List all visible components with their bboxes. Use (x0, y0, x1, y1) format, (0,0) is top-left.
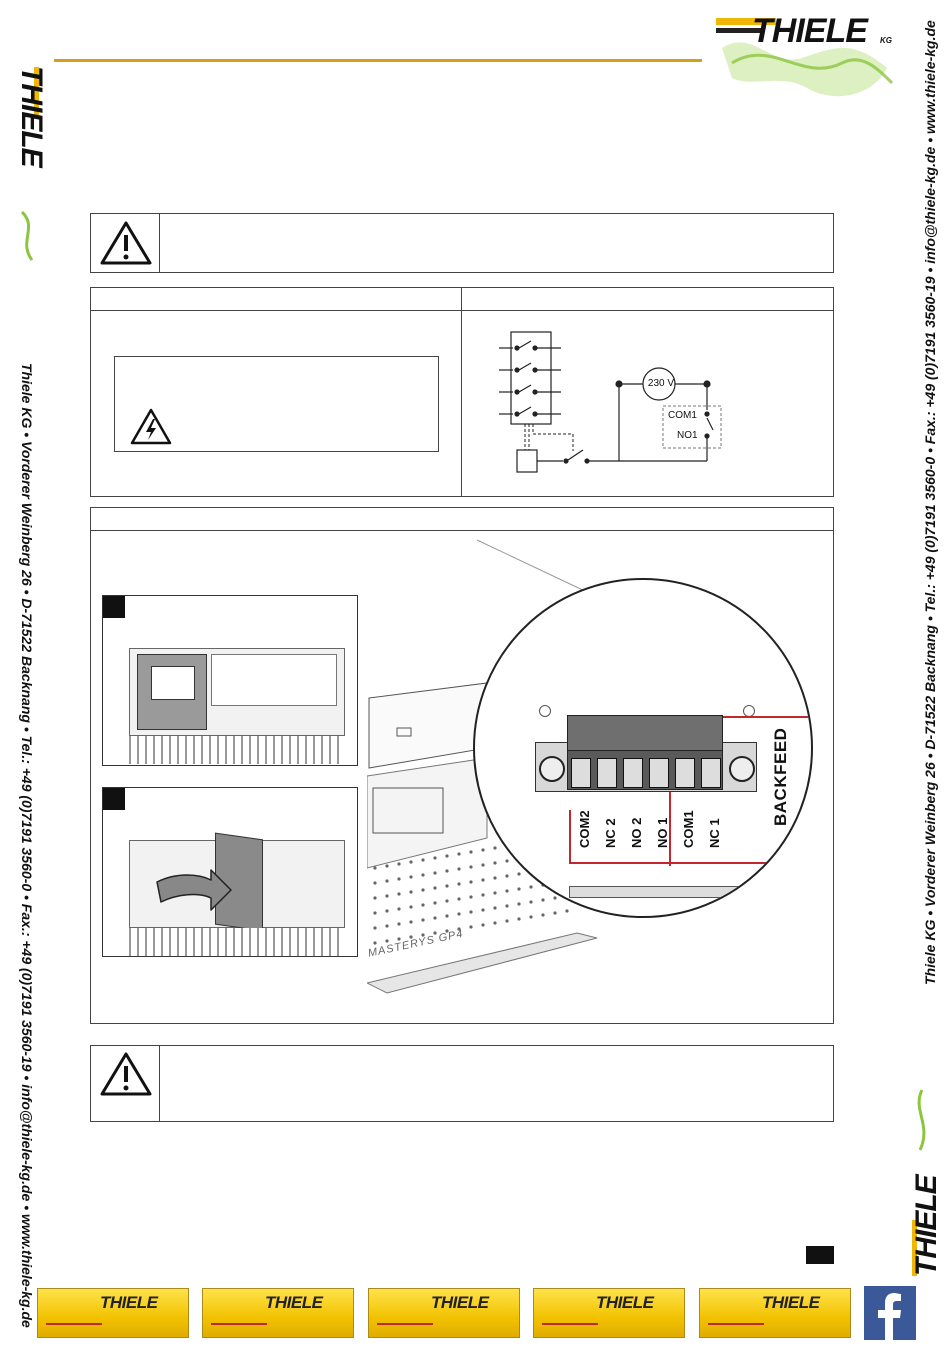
com1-label: COM1 (668, 410, 697, 421)
step-1-image (102, 595, 358, 766)
footer-banner-4[interactable]: THIELE (533, 1288, 685, 1338)
footer-banner-5[interactable]: THIELE (699, 1288, 851, 1338)
warning-box-bottom (90, 1045, 834, 1122)
ups-cabinet-illustration (367, 539, 598, 994)
footer-banner-logo: THIELE (431, 1293, 489, 1312)
facebook-icon[interactable] (864, 1286, 916, 1340)
electric-caution-box (114, 356, 439, 452)
footer-banner-logo: THIELE (596, 1293, 654, 1312)
right-logo-text: THIELE (910, 1175, 943, 1276)
header-logo: THIELE KG (712, 8, 902, 108)
pin-label-nc1: NC 1 (707, 818, 722, 848)
terminal-block-magnifier (473, 578, 813, 918)
right-contact-text: Thiele KG • Vorderer Weinberg 26 • D-715… (922, 20, 938, 985)
logo-text: THIELE (752, 12, 868, 50)
header-rule (54, 59, 702, 62)
footer-banner-logo: THIELE (265, 1293, 323, 1312)
warning-triangle-icon (100, 1052, 152, 1096)
logo-wave-icon (716, 18, 894, 97)
footer-banner-3[interactable]: THIELE (368, 1288, 520, 1338)
footer-banner-1[interactable]: THIELE (37, 1288, 189, 1338)
page-number-tab (806, 1246, 834, 1264)
no1-label: NO1 (677, 430, 698, 441)
footer-banner-logo: THIELE (762, 1293, 820, 1312)
logo-suffix: KG (880, 36, 892, 45)
pin-label-com2: COM2 (577, 810, 592, 848)
left-logo-text: THIELE (15, 66, 48, 167)
warning-triangle-icon (100, 221, 152, 265)
electric-hazard-icon (130, 408, 172, 445)
right-logo: THIELE (904, 1080, 944, 1280)
installation-illustration-panel: MASTERYS GP4 COM2 NC 2 NO 2 NO 1 COM1 NC… (90, 507, 834, 1024)
footer-banner-2[interactable]: THIELE (202, 1288, 354, 1338)
step-1-badge (103, 596, 125, 618)
pin-label-no2: NO 2 (629, 817, 644, 848)
step-2-image (102, 787, 358, 957)
relay-wiring-diagram (499, 331, 722, 473)
curved-arrow-icon (156, 869, 232, 911)
left-contact-text: Thiele KG • Vorderer Weinberg 26 • D-715… (19, 363, 35, 1328)
warning-box-top (90, 213, 834, 273)
backfeed-label: BACKFEED (771, 727, 790, 826)
step-2-badge (103, 788, 125, 810)
pin-label-nc2: NC 2 (603, 818, 618, 848)
voltage-label: 230 V (647, 378, 675, 389)
left-logo: THIELE (8, 62, 48, 267)
pin-label-no1: NO 1 (655, 817, 670, 848)
footer-banner-logo: THIELE (100, 1293, 158, 1312)
two-column-panel: 230 V COM1 NO1 (90, 287, 834, 497)
pin-label-com1: COM1 (681, 810, 696, 848)
